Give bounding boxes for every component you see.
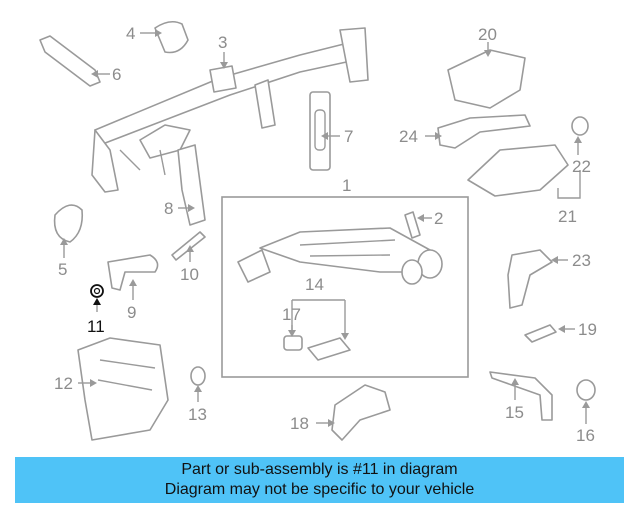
part-15: [489, 371, 553, 421]
part-16: [576, 379, 596, 401]
label-5: 5: [58, 260, 67, 279]
label-18: 18: [290, 414, 309, 433]
label-4: 4: [126, 24, 135, 43]
part-2: [404, 211, 421, 239]
part-23: [507, 249, 553, 309]
label-13: 13: [188, 405, 207, 424]
label-7: 7: [344, 127, 353, 146]
label-20: 20: [478, 25, 497, 44]
part-1-assembly-frame: [221, 196, 469, 378]
part-4: [154, 20, 189, 54]
label-6: 6: [112, 65, 121, 84]
label-19: 19: [578, 320, 597, 339]
part-13: [190, 366, 206, 386]
part-10: [171, 231, 206, 261]
part-12: [77, 337, 169, 441]
part-24: [437, 114, 531, 149]
label-12: 12: [54, 374, 73, 393]
part-6: [39, 35, 101, 87]
label-15: 15: [505, 403, 524, 422]
label-11-highlighted: 11: [87, 317, 105, 336]
label-14: 14: [305, 275, 324, 294]
part-22: [571, 116, 589, 136]
label-24: 24: [399, 127, 418, 146]
leader-lines: [60, 29, 590, 427]
part-18: [331, 384, 391, 441]
part-17: [283, 335, 303, 351]
label-16: 16: [576, 426, 595, 445]
parts-diagram: 1 2 3 4 5 6 7 8 9 10 11 12 13 14 15 16 1…: [39, 20, 597, 445]
part-8: [177, 144, 206, 226]
banner-line-2: Diagram may not be specific to your vehi…: [164, 481, 475, 498]
part-20: [447, 49, 526, 109]
part-1-steering-column: [237, 227, 443, 285]
info-banner: Part or sub-assembly is #11 in diagram D…: [15, 457, 624, 503]
label-1: 1: [342, 176, 351, 195]
label-2: 2: [434, 209, 443, 228]
part-11-highlighted: [90, 284, 104, 298]
label-9: 9: [127, 303, 136, 322]
part-14: [307, 337, 351, 361]
part-7: [309, 91, 331, 171]
label-21: 21: [558, 207, 577, 226]
label-17: 17: [282, 305, 301, 324]
part-9: [107, 254, 159, 291]
part-21: [467, 144, 569, 197]
part-5: [53, 204, 84, 243]
label-22: 22: [572, 157, 591, 176]
part-19: [524, 324, 557, 343]
banner-line-1: Part or sub-assembly is #11 in diagram: [181, 461, 458, 478]
label-23: 23: [572, 251, 591, 270]
label-10: 10: [180, 265, 199, 284]
label-3: 3: [218, 33, 227, 52]
callout-labels: 1 2 3 4 5 6 7 8 9 10 11 12 13 14 15 16 1…: [54, 24, 597, 445]
label-8: 8: [164, 199, 173, 218]
